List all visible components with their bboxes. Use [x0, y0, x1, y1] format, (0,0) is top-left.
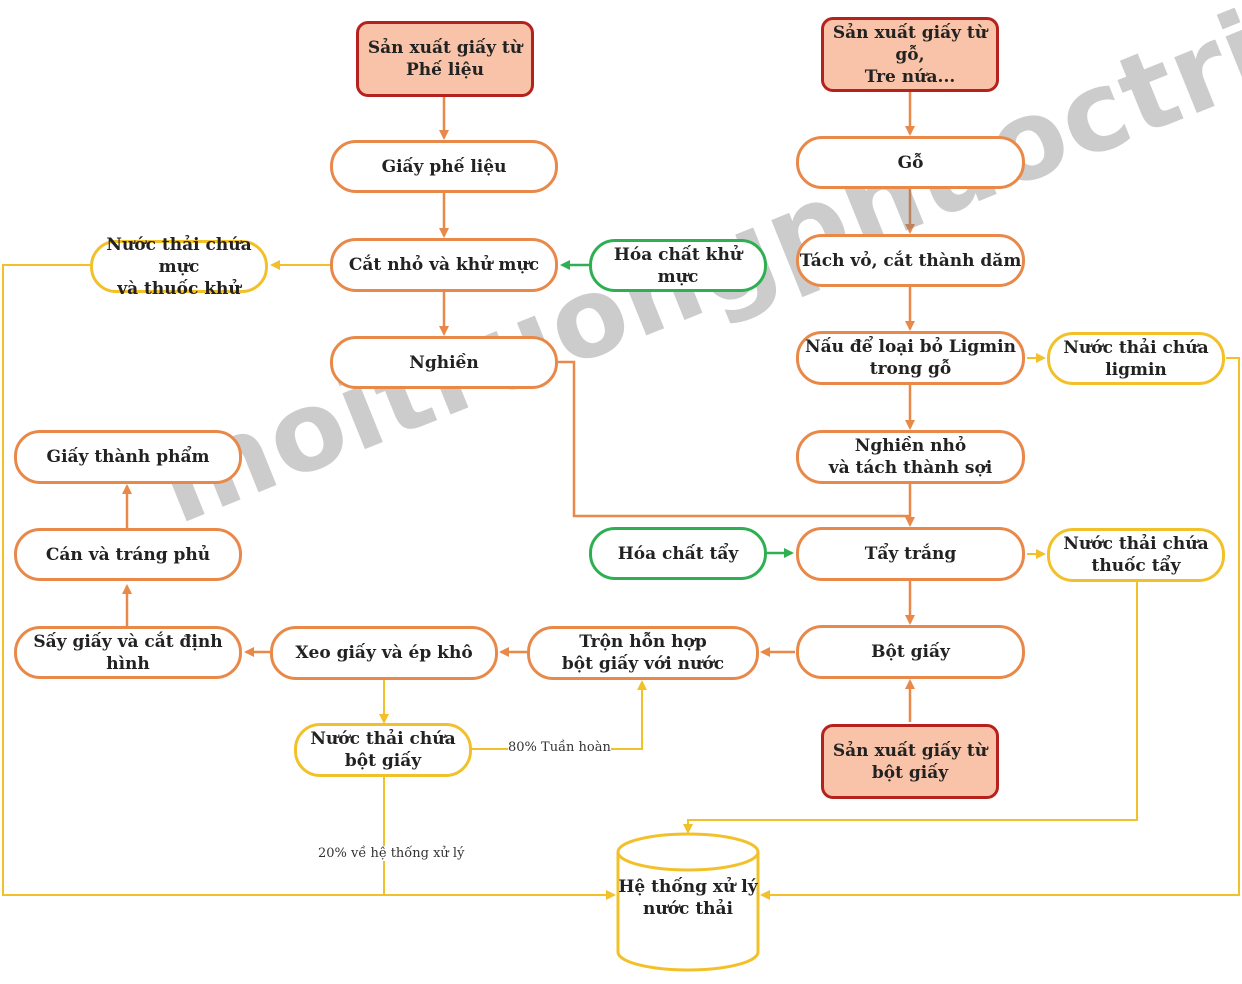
ww-bleach-node: Nước thải chứa thuốc tẩy	[1047, 528, 1225, 582]
dry-cut-node: Sấy giấy và cắt định hình	[14, 626, 242, 679]
mix-node: Trộn hỗn hợp bột giấy với nước	[527, 626, 759, 680]
rolling-node: Cán và tráng phủ	[14, 528, 242, 581]
treatment-system-label: Hệ thống xử lý nước thải	[618, 877, 758, 919]
finished-paper-node: Giấy thành phẩm	[14, 430, 242, 484]
bleach-chem-node: Hóa chất tẩy	[589, 527, 767, 580]
press-node: Xeo giấy và ép khô	[270, 626, 498, 680]
recycle-label: 80% Tuần hoàn	[508, 740, 611, 755]
grind-node: Nghiền	[330, 336, 558, 389]
start-pulp-node: Sản xuất giấy từ bột giấy	[821, 724, 999, 799]
ww-pulp-node: Nước thải chứa bột giấy	[294, 723, 472, 777]
peel-chip-node: Tách vỏ, cắt thành dăm	[796, 234, 1025, 287]
treatment-tank	[616, 832, 760, 972]
cook-lignin-node: Nấu để loại bỏ Ligmin trong gỗ	[796, 331, 1025, 385]
bleach-node: Tẩy trắng	[796, 527, 1025, 581]
to-treatment-label: 20% về hệ thống xử lý	[318, 846, 465, 861]
cut-deink-node: Cắt nhỏ và khử mực	[330, 238, 558, 292]
start-wood-node: Sản xuất giấy từ gỗ, Tre nứa...	[821, 17, 999, 92]
ww-ink-node: Nước thải chứa mực và thuốc khử	[90, 235, 268, 299]
wood-node: Gỗ	[796, 136, 1025, 189]
grind-fiber-node: Nghiền nhỏ và tách thành sợi	[796, 430, 1025, 484]
waste-paper-node: Giấy phế liệu	[330, 140, 558, 193]
ww-lignin-node: Nước thải chứa ligmin	[1047, 332, 1225, 385]
start-scrap-node: Sản xuất giấy từ Phế liệu	[356, 21, 534, 97]
pulp-node: Bột giấy	[796, 625, 1025, 679]
deink-chem-node: Hóa chất khử mực	[589, 239, 767, 292]
